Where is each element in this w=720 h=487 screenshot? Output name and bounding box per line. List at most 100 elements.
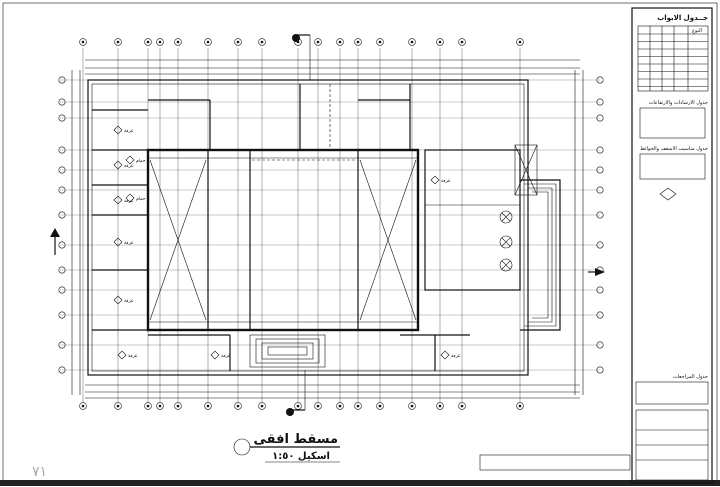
grid-bubble (376, 402, 384, 410)
room-label: غرفة (221, 354, 231, 359)
grid-bubble-dot (116, 40, 120, 44)
grid-bubble-dot (316, 404, 320, 408)
grid-bubble (596, 186, 604, 194)
grid-bubble (354, 38, 362, 46)
grid-bubble (516, 38, 524, 46)
grid-bubble (114, 38, 122, 46)
grid-bubble (58, 211, 66, 219)
grid-bubble-dot (378, 404, 382, 408)
grid-bubble (596, 166, 604, 174)
grid-bubble-dot (146, 40, 150, 44)
grid-bubble (58, 341, 66, 349)
room-label: حمام (136, 159, 146, 164)
stairs-bottom (249, 334, 326, 368)
grid-bubble-dot (438, 40, 442, 44)
room-level-marker (113, 237, 123, 247)
grid-bubble-dot (316, 40, 320, 44)
room-level-marker (113, 295, 123, 305)
grid-bubble (596, 286, 604, 294)
grid-bubble (156, 38, 164, 46)
grid-bubble (596, 366, 604, 374)
grid-bubble-dot (158, 40, 162, 44)
grid-bubble (79, 38, 87, 46)
grid-bubble (58, 186, 66, 194)
room-level-marker (430, 175, 440, 185)
grid-bubble (436, 402, 444, 410)
grid-bubble (174, 38, 182, 46)
title-block-panel: جــدول الابواب النوع جدول الارشادات والا… (479, 7, 713, 484)
grid-bubble (458, 402, 466, 410)
grid-bubble (258, 402, 266, 410)
page-number: ٧١ (32, 464, 47, 480)
room-label: غرفة (124, 241, 134, 246)
schedule-col-header: النوع (692, 28, 702, 34)
grid-bubble (58, 114, 66, 122)
grid-bubble (336, 38, 344, 46)
room-level-marker (113, 125, 123, 135)
grid-bubble-dot (158, 404, 162, 408)
grid-bubble-dot (518, 404, 522, 408)
grid-bubble (234, 38, 242, 46)
grid-bubble-dot (236, 40, 240, 44)
grid-bubble-dot (260, 404, 264, 408)
room-level-marker (117, 350, 127, 360)
scale-bar (479, 454, 631, 471)
room-label: غرفة (441, 179, 451, 184)
room-label: غرفة (124, 164, 134, 169)
building-walls (87, 79, 529, 376)
grid-bubble-dot (410, 404, 414, 408)
grid-bubbles-right (596, 76, 604, 374)
grid-bubble-dot (81, 40, 85, 44)
section4-title: جدول المراجعات (673, 374, 708, 380)
dimension-lines (71, 59, 584, 399)
grid-bubble (58, 286, 66, 294)
main-hall (146, 148, 420, 332)
title-circle (233, 438, 251, 456)
grid-bubble-dot (460, 404, 464, 408)
grid-bubble-dot (260, 40, 264, 44)
room-label: غرفة (124, 199, 134, 204)
section2-title: جدول الارشادات والارتفاعات (649, 100, 708, 106)
grid-bubbles-top (79, 38, 524, 46)
room-level-marker (113, 195, 123, 205)
grid-bubble (58, 266, 66, 274)
grid-bubble (144, 402, 152, 410)
grid-bubble (408, 38, 416, 46)
grid-bubble (174, 402, 182, 410)
grid-bubble (596, 341, 604, 349)
grid-bubble-dot (338, 404, 342, 408)
room-level-marker (210, 350, 220, 360)
grid-bubble (314, 402, 322, 410)
grid-bubbles-left (58, 76, 66, 374)
grid-bubble-dot (236, 404, 240, 408)
drawing-scale: اسكيل ١:٥٠ (272, 451, 330, 462)
room-label: غرفة (128, 354, 138, 359)
grid-bubble-dot (81, 404, 85, 408)
room-label: غرفة (124, 129, 134, 134)
grid-bubble (79, 402, 87, 410)
grid-bubble-dot (460, 40, 464, 44)
grid-bubble (58, 166, 66, 174)
grid-bubble-dot (206, 404, 210, 408)
grid-bubble (234, 402, 242, 410)
grid-bubble (156, 402, 164, 410)
room-level-marker (113, 160, 123, 170)
section3-title: جدول مناسيب الاسقف والحوائط (640, 146, 708, 152)
grid-bubble (596, 98, 604, 106)
grid-bubble (436, 38, 444, 46)
grid-bubble (336, 402, 344, 410)
grid-bubble-dot (410, 40, 414, 44)
door-schedule-title: جــدول الابواب (657, 14, 708, 22)
grid-bubble-dot (206, 40, 210, 44)
room-label: غرفة (124, 299, 134, 304)
room-level-marker (125, 193, 135, 203)
grid-bubble (114, 402, 122, 410)
grid-bubble (516, 402, 524, 410)
ramp-right (514, 144, 561, 331)
grid-bubble (354, 402, 362, 410)
room-label: حمام (136, 197, 146, 202)
grid-bubble (58, 98, 66, 106)
grid-bubble (58, 311, 66, 319)
grid-bubble-dot (356, 404, 360, 408)
